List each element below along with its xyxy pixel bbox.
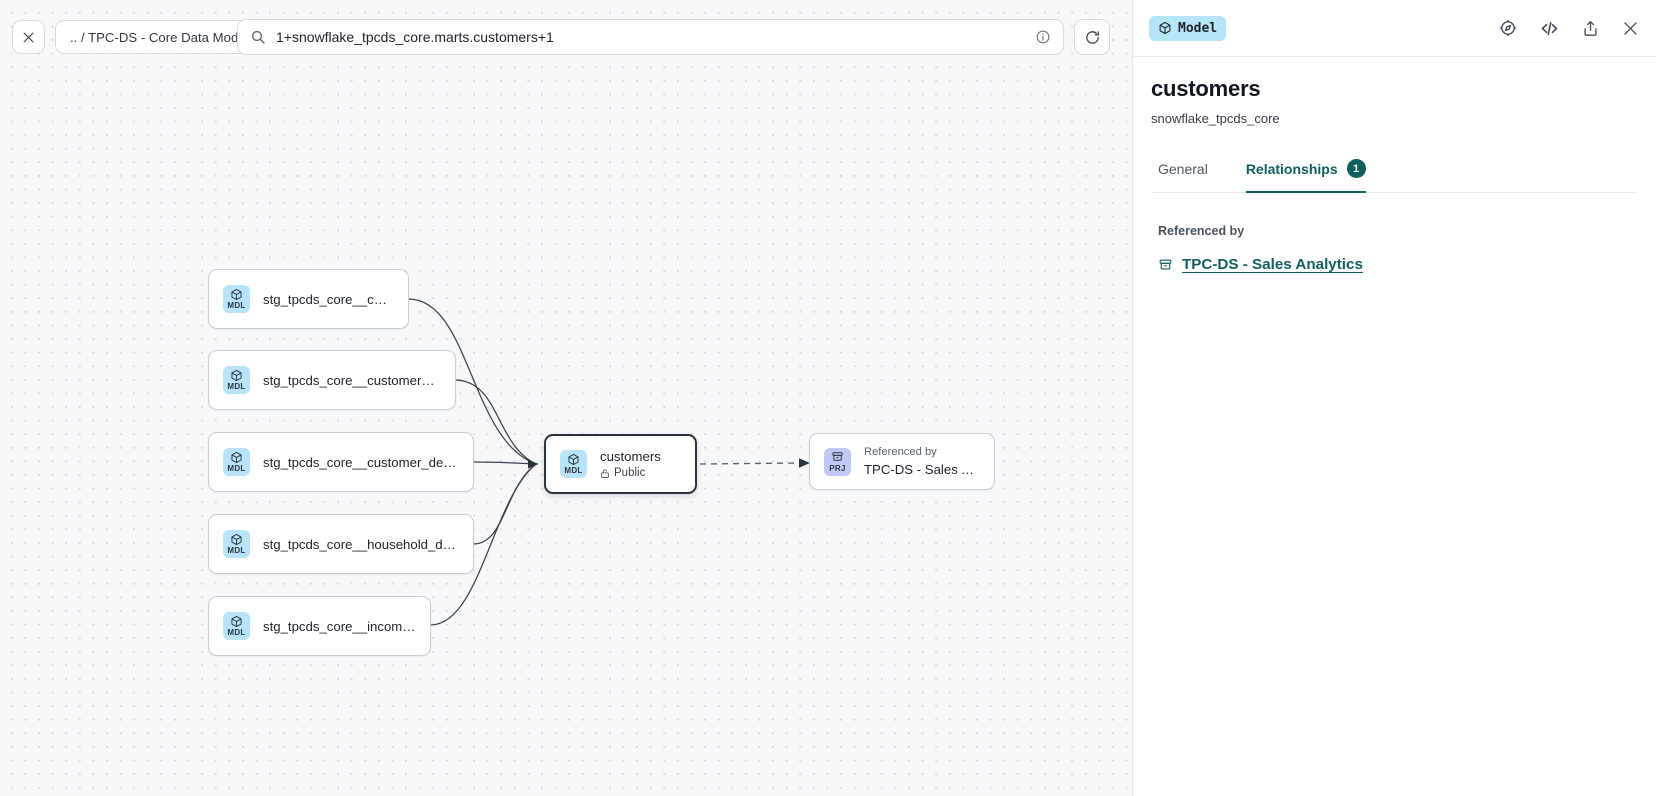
page-title: customers: [1151, 76, 1261, 101]
cube-icon: [1158, 21, 1172, 35]
badge-text: MDL: [227, 546, 246, 556]
close-icon: [21, 30, 36, 45]
lineage-canvas[interactable]: MDL stg_tpcds_core__customer MDL stg_tpc…: [0, 0, 1132, 796]
node-label: stg_tpcds_core__household_demogr…: [263, 536, 459, 552]
referenced-by-heading: Referenced by: [1158, 224, 1245, 238]
tab-count-badge: 1: [1346, 159, 1366, 178]
node-label: stg_tpcds_core__customer_address: [263, 372, 441, 388]
badge-text: PRJ: [829, 463, 846, 473]
compass-icon[interactable]: [1498, 18, 1518, 38]
project-badge-icon: PRJ: [824, 447, 851, 476]
node-access: Public: [600, 467, 661, 479]
panel-tabs: General Relationships 1: [1151, 159, 1636, 193]
badge-text: MDL: [227, 464, 246, 474]
details-panel: Model: [1132, 0, 1656, 796]
model-type-chip: Model: [1149, 15, 1227, 41]
node-label: stg_tpcds_core__income_band: [263, 618, 416, 634]
breadcrumb-label: .. / TPC-DS - Core Data Models: [70, 29, 256, 45]
lineage-edges: [408, 298, 810, 626]
breadcrumb[interactable]: .. / TPC-DS - Core Data Models: [55, 20, 271, 54]
list-item-label: TPC-DS - Sales Analytics: [1182, 256, 1363, 273]
entity-subtitle: snowflake_tpcds_core: [1151, 111, 1280, 126]
model-badge-icon: MDL: [223, 612, 250, 640]
model-badge-icon: MDL: [223, 285, 250, 313]
search-input[interactable]: 1+snowflake_tpcds_core.marts.customers+1: [237, 19, 1064, 55]
badge-text: MDL: [227, 628, 246, 638]
badge-text: MDL: [227, 382, 246, 392]
panel-header: Model: [1133, 0, 1656, 57]
search-icon: [250, 29, 266, 45]
badge-text: MDL: [564, 466, 583, 476]
lineage-node[interactable]: MDL stg_tpcds_core__income_band: [208, 596, 431, 656]
panel-actions: [1498, 18, 1640, 39]
node-caption: Referenced by: [864, 446, 937, 458]
lineage-node-project[interactable]: PRJ Referenced by TPC-DS - Sales Analyti…: [809, 433, 995, 490]
node-label: stg_tpcds_core__customer: [263, 291, 394, 307]
tab-general[interactable]: General: [1158, 159, 1208, 193]
model-badge-icon: MDL: [560, 450, 587, 478]
panel-body: customers snowflake_tpcds_core General R…: [1133, 57, 1656, 273]
list-item[interactable]: TPC-DS - Sales Analytics: [1158, 256, 1636, 273]
node-label: TPC-DS - Sales Analytics: [864, 462, 980, 477]
model-badge-icon: MDL: [223, 530, 250, 558]
lock-icon: [600, 468, 610, 479]
share-icon[interactable]: [1581, 19, 1600, 38]
lineage-node[interactable]: MDL stg_tpcds_core__customer_demogra…: [208, 432, 474, 492]
lineage-node[interactable]: MDL stg_tpcds_core__household_demogr…: [208, 514, 474, 574]
model-badge-icon: MDL: [223, 366, 250, 394]
refresh-icon: [1084, 29, 1101, 46]
referenced-by-list: TPC-DS - Sales Analytics: [1158, 256, 1636, 273]
tab-label: Relationships: [1245, 160, 1338, 177]
close-lineage-button[interactable]: [12, 20, 45, 54]
close-icon[interactable]: [1621, 19, 1640, 38]
tab-label: General: [1158, 160, 1208, 177]
search-value: 1+snowflake_tpcds_core.marts.customers+1: [276, 29, 554, 45]
project-icon: [1158, 257, 1173, 272]
node-label: stg_tpcds_core__customer_demogra…: [263, 454, 459, 470]
node-label: customers: [600, 449, 661, 464]
model-badge-icon: MDL: [223, 448, 250, 476]
lineage-node[interactable]: MDL stg_tpcds_core__customer_address: [208, 350, 456, 410]
tab-relationships[interactable]: Relationships 1: [1245, 159, 1366, 193]
lineage-node[interactable]: MDL stg_tpcds_core__customer: [208, 269, 409, 329]
lineage-node-selected[interactable]: MDL customers Public: [544, 434, 697, 494]
info-circle-icon[interactable]: [1035, 29, 1051, 45]
model-chip-label: Model: [1178, 20, 1218, 36]
node-access-label: Public: [614, 467, 646, 479]
refresh-button[interactable]: [1074, 19, 1110, 55]
code-icon[interactable]: [1539, 18, 1560, 39]
badge-text: MDL: [227, 301, 246, 311]
